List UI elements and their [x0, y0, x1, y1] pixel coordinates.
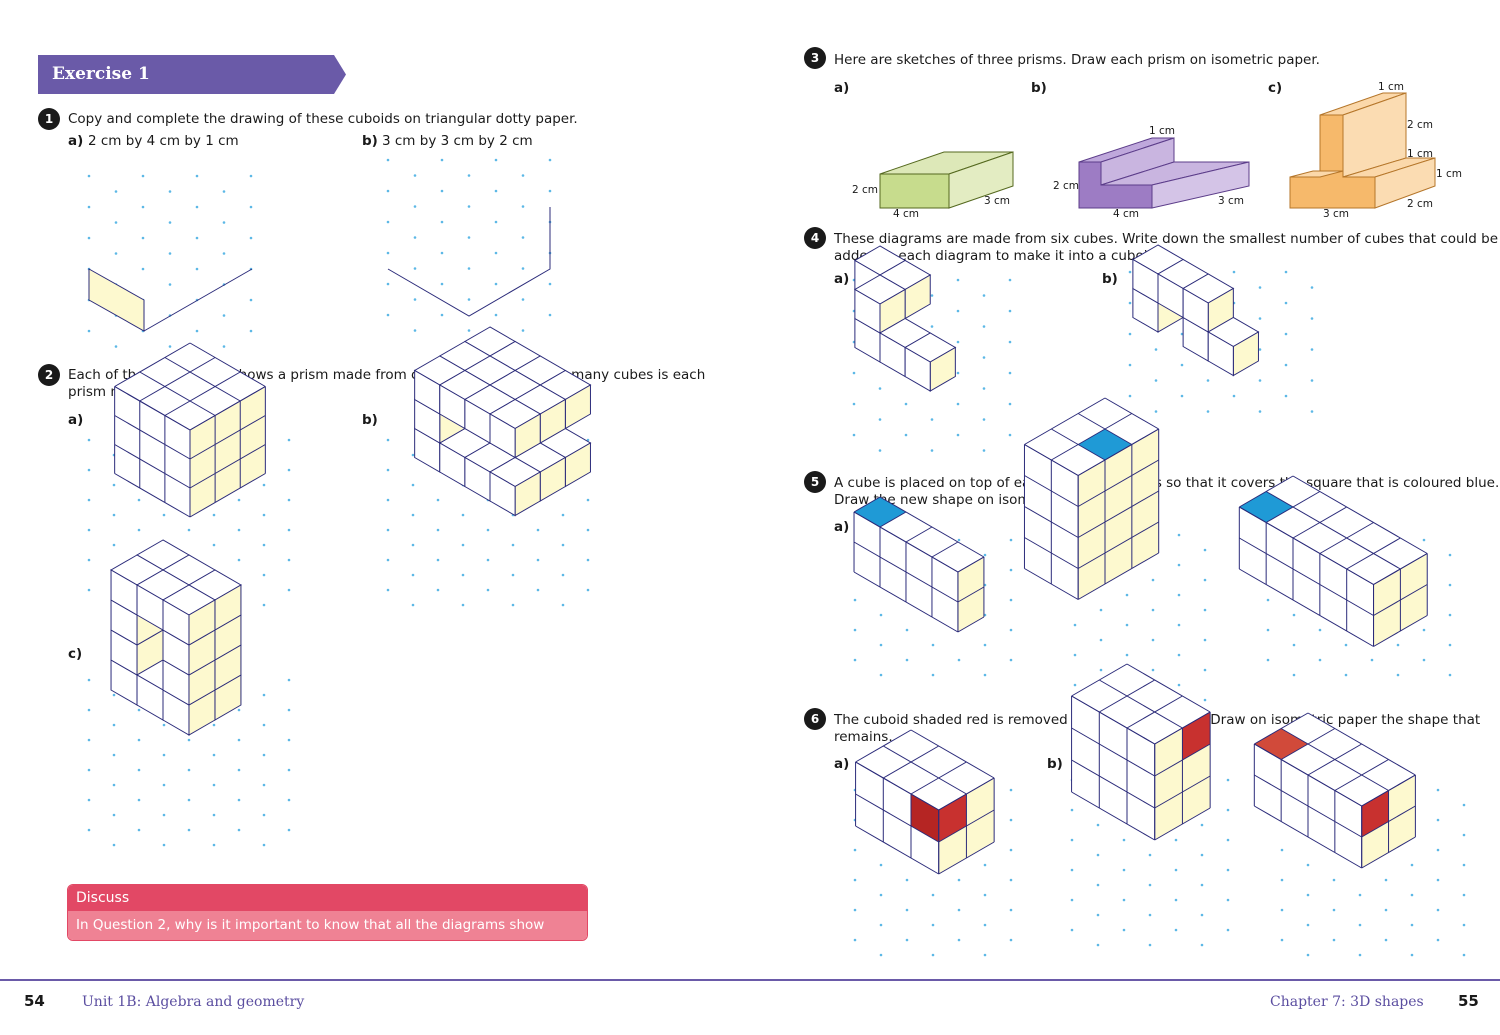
- q6-part-a-label: a): [834, 756, 850, 772]
- q1-part-a-text: 2 cm by 4 cm by 1 cm: [88, 133, 239, 149]
- question-6-text-line2: remains.: [834, 729, 893, 745]
- left-page-number: 54: [24, 992, 45, 1010]
- q3c-length-label: 3 cm: [1323, 208, 1350, 220]
- q3c-depth-label: 2 cm: [1407, 198, 1434, 210]
- q5c-cuboid: [1238, 475, 1428, 647]
- q5-part-a-label: a): [834, 519, 850, 535]
- right-running-title: Chapter 7: 3D shapes: [1270, 994, 1424, 1010]
- right-page-number: 55: [1458, 992, 1479, 1010]
- q1b-dot-grid: [386, 158, 552, 332]
- q1-part-b-text: 3 cm by 3 cm by 2 cm: [382, 133, 533, 149]
- question-4-text-line1: These diagrams are made from six cubes. …: [834, 231, 1499, 247]
- q1-part-a-label: a): [68, 133, 84, 149]
- q1a-partial-cuboid: [88, 268, 253, 332]
- q2b-prism: [413, 326, 592, 517]
- q6-part-b-label: b): [1047, 756, 1063, 772]
- discuss-title: Discuss: [68, 885, 587, 911]
- q4a-shape: [853, 245, 957, 392]
- q3c-orange-prism: [1289, 92, 1436, 209]
- q3b-purple-prism: [1078, 137, 1250, 209]
- q2c-dot-grid: [87, 678, 291, 847]
- q2c-prism: [110, 539, 242, 736]
- q4-part-b-label: b): [1102, 271, 1118, 287]
- q3a-length-label: 4 cm: [893, 208, 920, 220]
- question-5-text-line1: A cube is placed on top of each of these…: [834, 475, 1500, 491]
- q6a-cuboid: [855, 729, 995, 875]
- q3c-upper-label: 2 cm: [1407, 119, 1434, 131]
- q3a-height-label: 2 cm: [852, 184, 879, 196]
- q3-part-a-label: a): [834, 80, 850, 96]
- q3b-top-label: 1 cm: [1149, 125, 1176, 137]
- question-3-number: 3: [804, 47, 826, 69]
- q1a-dot-grid: [87, 174, 253, 348]
- exercise-title: Exercise 1: [52, 64, 150, 84]
- discuss-box: Discuss In Question 2, why is it importa…: [67, 884, 588, 941]
- q5b-cuboid: [1023, 397, 1160, 600]
- q3-part-c-label: c): [1268, 80, 1283, 96]
- q5a-cuboid: [853, 496, 985, 633]
- exercise-banner: [38, 55, 346, 94]
- q1-part-b-label: b): [362, 133, 378, 149]
- q3-part-b-label: b): [1031, 80, 1047, 96]
- question-5-number: 5: [804, 471, 826, 493]
- q3b-depth-label: 3 cm: [1218, 195, 1245, 207]
- q1b-partial-cuboid: [387, 207, 551, 317]
- question-1-text: Copy and complete the drawing of these c…: [68, 111, 578, 127]
- q3b-length-label: 4 cm: [1113, 208, 1140, 220]
- q6c-cuboid: [1253, 712, 1416, 869]
- question-1-number: 1: [38, 108, 60, 130]
- q4b-shape: [1131, 244, 1260, 377]
- q2-part-c-label: c): [68, 646, 83, 662]
- q3c-mid-label: 1 cm: [1407, 148, 1434, 160]
- q3b-height-label: 2 cm: [1053, 180, 1080, 192]
- q6b-cuboid: [1071, 663, 1211, 841]
- discuss-text: In Question 2, why is it important to kn…: [68, 911, 587, 940]
- question-3-text: Here are sketches of three prisms. Draw …: [834, 52, 1320, 68]
- q3c-side-label: 1 cm: [1436, 168, 1463, 180]
- q3a-green-cuboid: [879, 151, 1014, 209]
- q2-part-b-label: b): [362, 412, 378, 428]
- left-running-title: Unit 1B: Algebra and geometry: [82, 994, 305, 1010]
- question-6-number: 6: [804, 708, 826, 730]
- question-2-number: 2: [38, 364, 60, 386]
- q3a-depth-label: 3 cm: [984, 195, 1011, 207]
- q2a-prism: [114, 342, 266, 518]
- question-4-text-line2: added to each diagram to make it into a …: [834, 248, 1161, 264]
- footer-divider: [0, 979, 1500, 981]
- q2-part-a-label: a): [68, 412, 84, 428]
- q3c-top-label: 1 cm: [1378, 81, 1405, 93]
- q4-part-a-label: a): [834, 271, 850, 287]
- question-4-number: 4: [804, 227, 826, 249]
